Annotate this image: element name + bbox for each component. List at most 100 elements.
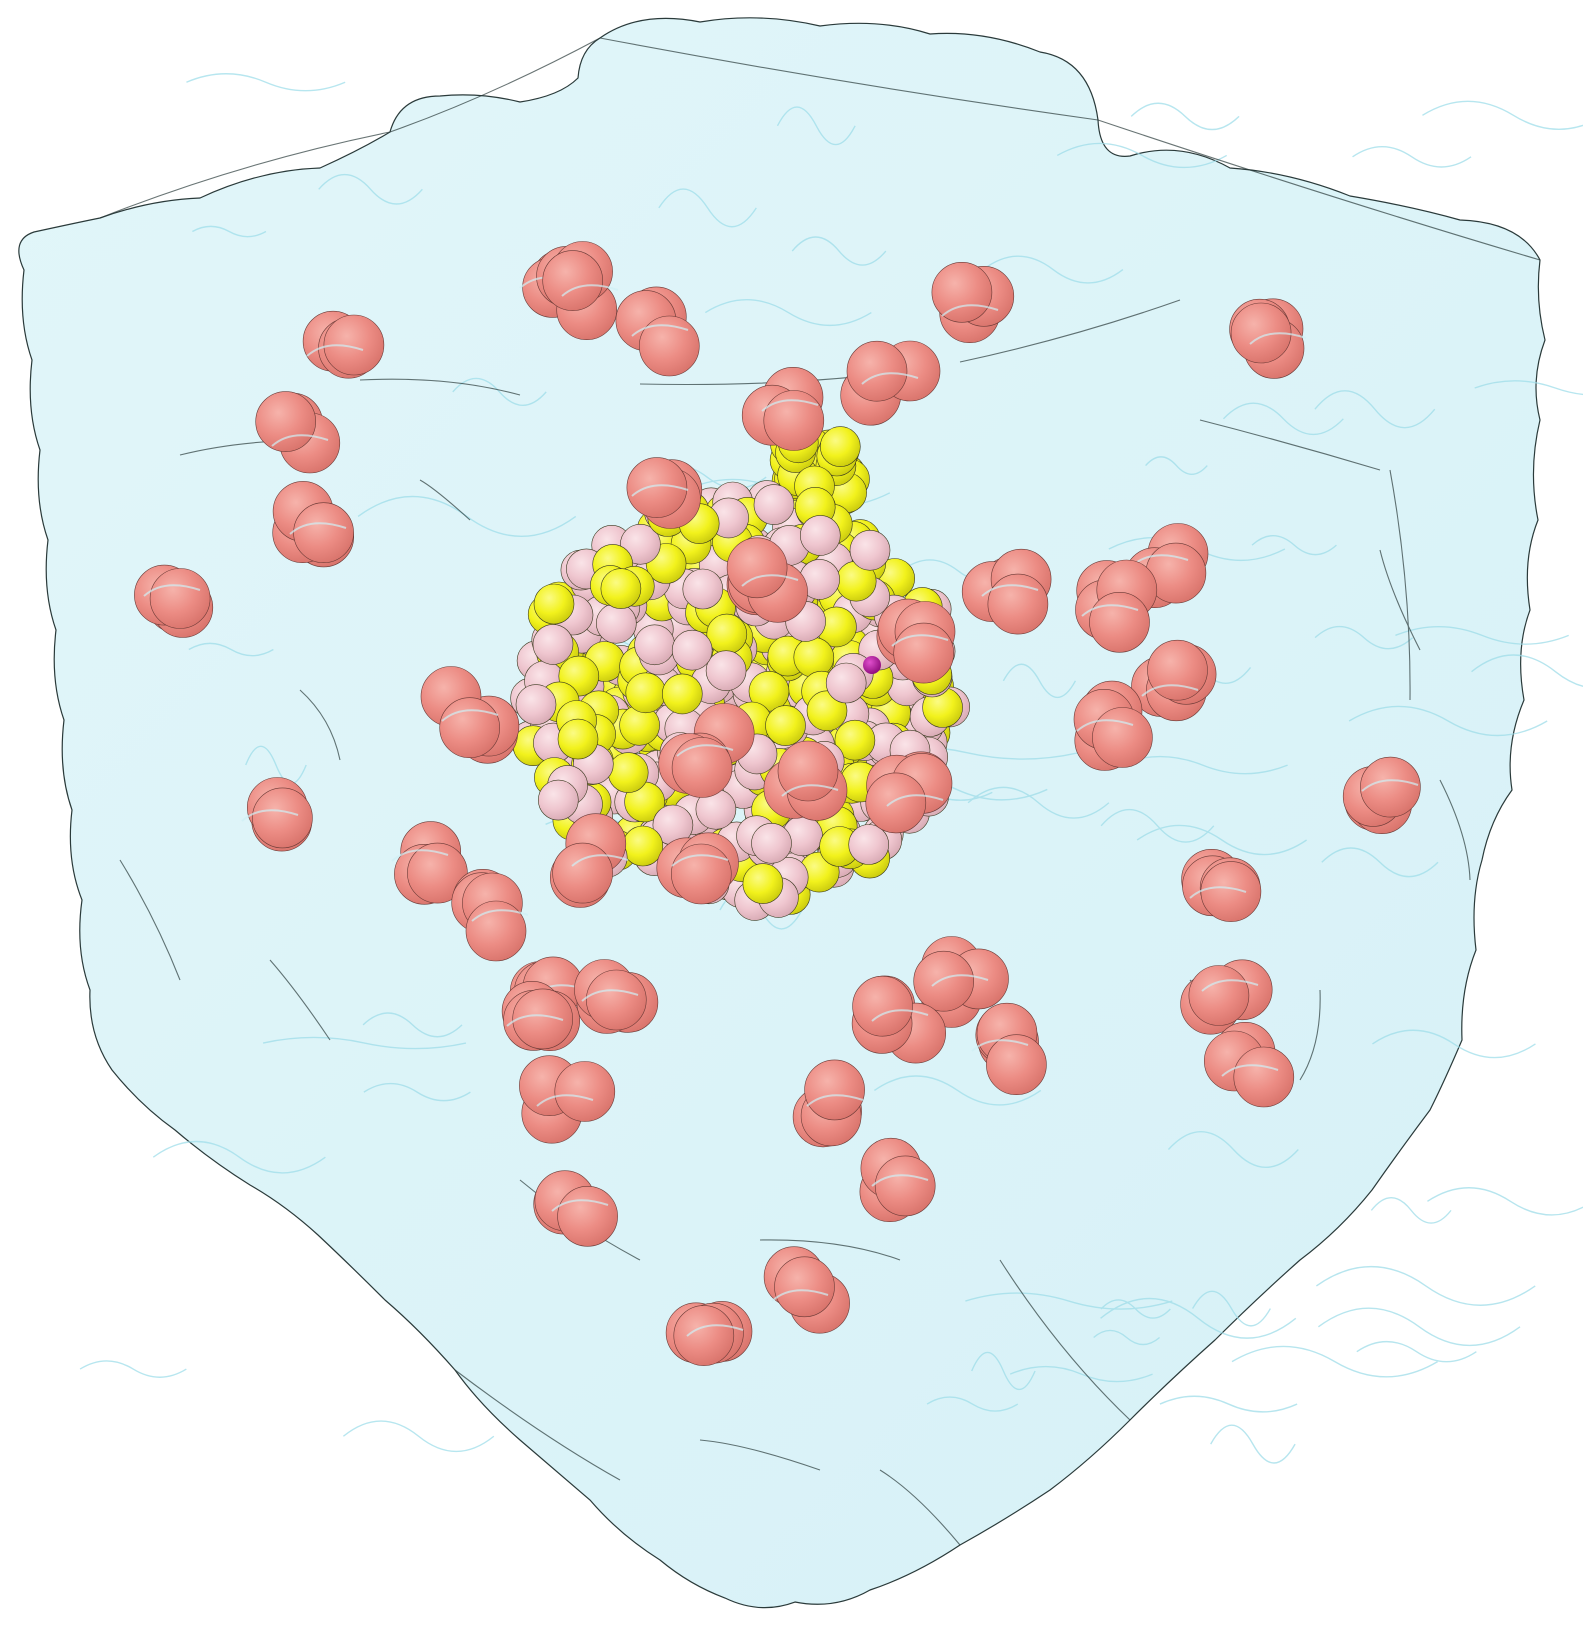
solvent-molecule [763,740,848,821]
ripple-line [1395,625,1569,645]
solvent-molecule [501,980,581,1052]
ripple-line [1321,847,1439,878]
box-edge-line [699,1439,821,1471]
protein-atom-yellow [622,825,664,867]
protein-atom-pink [751,822,792,864]
water-sheen [581,989,639,1002]
ripple-line [926,1396,1019,1412]
molecule-atom [670,843,732,905]
ripple-line [1210,1424,1296,1464]
molecule-atom [852,975,913,1037]
water-sheen [471,909,529,922]
box-edge-line [389,37,601,133]
molecule-atom [554,1061,616,1122]
water-sheen [676,744,734,757]
ripple-line [1372,1029,1536,1059]
molecule-atom [865,772,927,834]
water-sheen [861,372,919,385]
ripple-line [186,73,346,92]
box-edge-line [119,859,181,981]
solvent-molecule [519,1055,616,1144]
molecule-atom [846,340,908,402]
water-sheen [241,809,299,822]
protein-atom-pink [620,523,661,565]
molecule-atom [1147,639,1208,701]
water-sheen [971,1039,1029,1052]
molecule-atom [638,315,700,377]
water-sheen [771,1289,829,1302]
ripple-line [1427,1187,1583,1216]
protein-atom-pink [799,515,841,556]
water-sheen [506,1014,564,1027]
solvent-molecules [134,241,1421,1366]
ripple-line [704,299,872,327]
solvent-molecule [272,481,355,568]
water-sheen [891,634,949,647]
molecule-atom [726,537,788,599]
molecule-atom [763,390,825,451]
molecule-atom [557,1186,618,1247]
ripple-line [658,188,757,228]
water-sheen [781,784,839,797]
molecule-atom [293,502,354,564]
solvent-molecule [626,457,703,529]
box-edge-line [759,1239,901,1261]
molecule-atom [913,950,975,1012]
solvent-molecule [134,564,214,638]
ripple-line [1314,625,1414,650]
solvent-molecule [615,286,700,377]
water-sheen [871,1009,929,1022]
protein-atom-pink [682,568,724,610]
ripple-line [1192,1290,1271,1327]
solvent-molecule [1342,756,1421,835]
solvent-molecule [665,1301,753,1366]
molecule-atom [465,900,527,962]
solvent-molecule [726,537,808,623]
ripple-line [1422,100,1583,130]
ripple-line [1159,1395,1298,1413]
molecule-atom [1360,756,1421,818]
molecule-atom [673,1305,735,1366]
solvent-molecule [656,832,739,905]
water-sheen [686,1324,744,1337]
molecule-atom [585,969,647,1031]
water-sheen [306,344,364,357]
water-sheen [941,304,999,317]
water-sheen [551,1199,609,1212]
ripple-line [791,236,887,266]
box-edge-line [879,1469,961,1546]
box-edge-line [599,37,1099,121]
molecule-atom [1233,1046,1295,1108]
solvent-molecule [574,959,659,1034]
protein-atom-yellow [765,705,806,746]
water-sheen [806,1094,864,1107]
protein-atom-yellow [661,673,703,715]
solvent-molecule [792,1059,865,1148]
ripple-line [1136,824,1308,856]
molecule-atom [1230,302,1292,364]
protein-atom-yellow [706,613,748,655]
protein-atom-yellow [607,752,649,793]
ripple-line [1093,1329,1161,1346]
protein-atom-pink [849,529,891,571]
water-sheen [561,284,619,297]
box-edge-line [299,689,341,761]
protein-atom-yellow [533,583,575,625]
water-sheen [671,854,729,867]
solvent-molecule [658,703,755,798]
ripple-line [1251,534,1337,556]
ripple-line [1002,663,1077,699]
water-sheen [871,1174,929,1187]
solvent-molecule [533,1170,618,1247]
solvent-molecule [549,813,629,908]
water-sheen [631,484,689,497]
solvent-molecule [1181,848,1262,922]
solvent-molecule [961,548,1052,635]
protein-atom-pink [515,684,557,725]
molecule-atom [1092,707,1153,768]
solvent-molecule [1180,959,1273,1035]
box-edge-line [1299,989,1321,1081]
protein-atom-yellow [819,426,861,467]
water-sheen [1076,719,1134,732]
